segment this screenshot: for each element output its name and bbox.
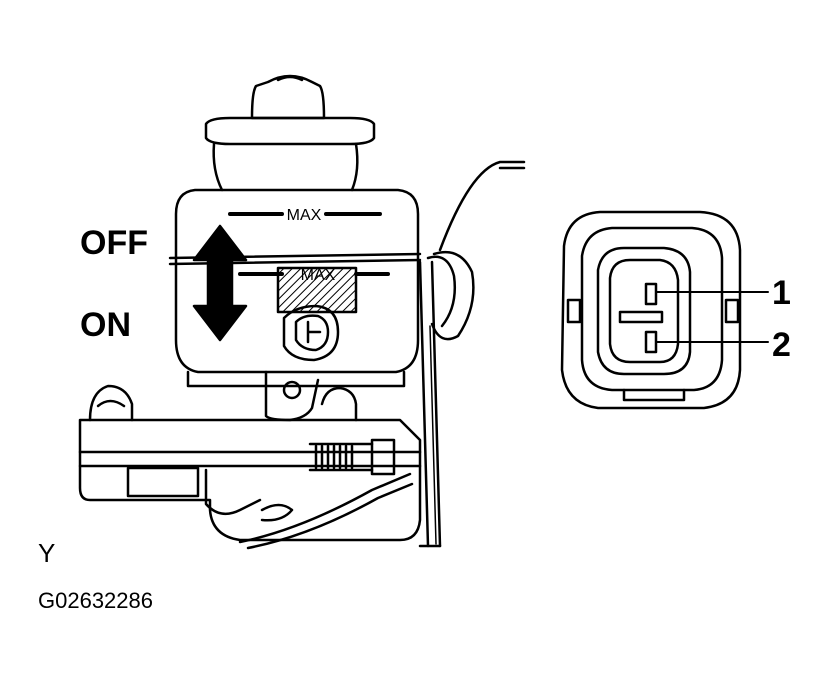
- off-label: OFF: [80, 224, 148, 262]
- fluid-level-sensor-window: [276, 266, 358, 314]
- connector-face: [560, 210, 769, 410]
- grommet: [426, 160, 526, 341]
- on-label: ON: [80, 306, 131, 344]
- mounting-bracket: [418, 260, 442, 548]
- reservoir-sensor-connector: [282, 304, 340, 362]
- view-label: Y: [38, 538, 56, 568]
- max-label-upper: MAX: [287, 207, 322, 224]
- master-cylinder: [78, 370, 422, 542]
- brake-line: [238, 472, 414, 550]
- pin-1-label: 1: [772, 274, 791, 312]
- reservoir-cap: [204, 74, 376, 146]
- max-label-lower: MAX: [301, 267, 336, 284]
- figure-code: G02632286: [38, 588, 153, 613]
- pin-2-label: 2: [772, 326, 791, 364]
- off-on-arrow: [192, 224, 248, 342]
